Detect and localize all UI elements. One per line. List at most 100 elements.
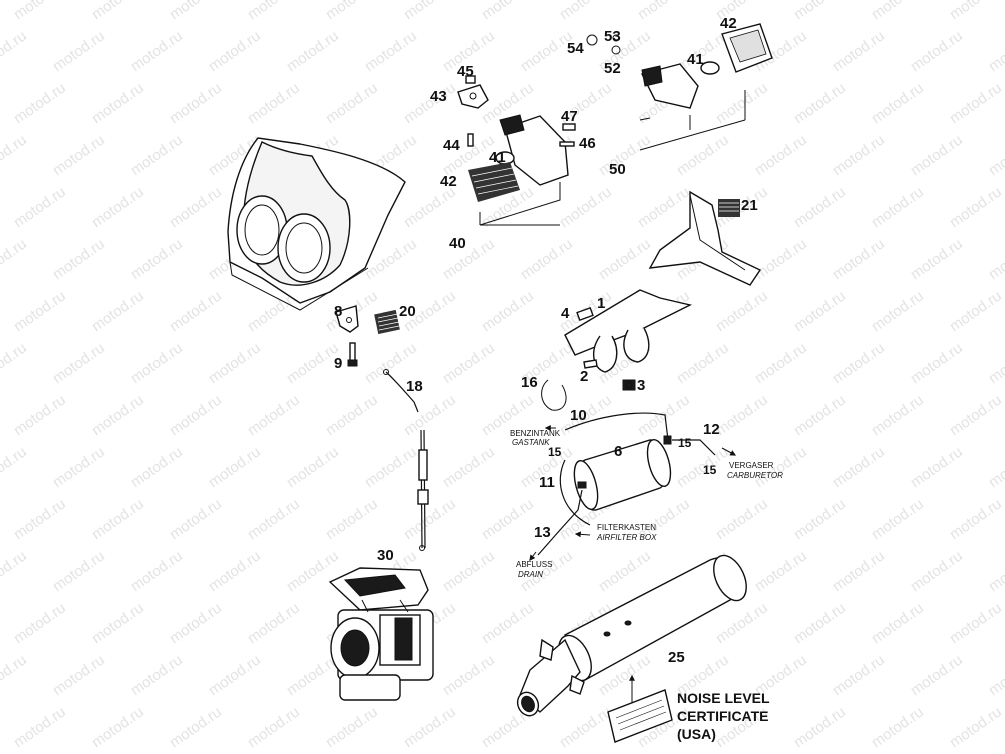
watermark-text: motod.ru: [479, 599, 537, 647]
watermark-text: motod.ru: [947, 183, 1005, 231]
watermark-text: motod.ru: [869, 287, 927, 335]
callout-46: 46: [579, 135, 596, 152]
watermark-text: motod.ru: [50, 339, 108, 387]
watermark-text: motod.ru: [986, 651, 1005, 699]
callout-21: 21: [741, 197, 758, 214]
watermark-text: motod.ru: [167, 0, 225, 23]
watermark-text: motod.ru: [557, 183, 615, 231]
watermark-text: motod.ru: [908, 131, 966, 179]
callout-12: 12: [703, 421, 720, 438]
certificate-line-3: (USA): [677, 726, 716, 742]
watermark-text: motod.ru: [128, 27, 186, 75]
watermark-text: motod.ru: [869, 391, 927, 439]
label-carb-de: VERGASER: [729, 461, 774, 470]
watermark-text: motod.ru: [869, 703, 927, 751]
watermark-text: motod.ru: [947, 79, 1005, 127]
label-carb-en: CARBURETOR: [727, 471, 783, 480]
watermark-text: motod.ru: [11, 599, 69, 647]
watermark-text: motod.ru: [791, 495, 849, 543]
watermark-text: motod.ru: [0, 235, 30, 283]
watermark-text: motod.ru: [167, 79, 225, 127]
watermark-text: motod.ru: [830, 339, 888, 387]
callout-47: 47: [561, 108, 578, 125]
watermark-text: motod.ru: [908, 235, 966, 283]
watermark-text: motod.ru: [89, 599, 147, 647]
watermark-text: motod.ru: [440, 339, 498, 387]
watermark-text: motod.ru: [11, 391, 69, 439]
watermark-text: motod.ru: [323, 703, 381, 751]
watermark-text: motod.ru: [167, 287, 225, 335]
watermark-text: motod.ru: [830, 27, 888, 75]
watermark-text: motod.ru: [986, 27, 1005, 75]
watermark-text: motod.ru: [830, 443, 888, 491]
watermark-text: motod.ru: [752, 339, 810, 387]
watermark-text: motod.ru: [557, 0, 615, 23]
watermark-text: motod.ru: [11, 703, 69, 751]
turn-signal-left: [457, 75, 576, 226]
watermark-text: motod.ru: [206, 443, 264, 491]
watermark-text: motod.ru: [11, 287, 69, 335]
watermark-text: motod.ru: [89, 79, 147, 127]
callout-53: 53: [604, 28, 621, 45]
watermark-text: motod.ru: [557, 703, 615, 751]
watermark-text: motod.ru: [947, 0, 1005, 23]
callout-25: 25: [668, 649, 685, 666]
watermark-text: motod.ru: [128, 547, 186, 595]
watermark-text: motod.ru: [167, 599, 225, 647]
callout-18: 18: [406, 378, 423, 395]
callout-8: 8: [334, 303, 342, 320]
watermark-text: motod.ru: [167, 391, 225, 439]
flow-labels: BENZINTANK GASTANK VERGASER CARBURETOR F…: [510, 429, 783, 579]
certificate-line-1: NOISE LEVEL: [677, 690, 770, 706]
watermark-text: motod.ru: [713, 495, 771, 543]
watermark-text: motod.ru: [518, 235, 576, 283]
callout-50: 50: [609, 161, 626, 178]
watermark-text: motod.ru: [791, 391, 849, 439]
watermark-text: motod.ru: [323, 495, 381, 543]
watermark-text: motod.ru: [791, 0, 849, 23]
watermark-text: motod.ru: [869, 495, 927, 543]
watermark-text: motod.ru: [50, 443, 108, 491]
watermark-text: motod.ru: [479, 287, 537, 335]
watermark-text: motod.ru: [206, 27, 264, 75]
watermark-text: motod.ru: [206, 651, 264, 699]
watermark-text: motod.ru: [245, 703, 303, 751]
watermark-text: motod.ru: [908, 27, 966, 75]
watermark-text: motod.ru: [791, 287, 849, 335]
watermark-text: motod.ru: [908, 443, 966, 491]
watermark-text: motod.ru: [830, 131, 888, 179]
callout-54: 54: [567, 40, 584, 57]
label-filter-en: AIRFILTER BOX: [596, 533, 657, 542]
callout-16: 16: [521, 374, 538, 391]
certificate-line-2: CERTIFICATE: [677, 708, 769, 724]
callout-45: 45: [457, 63, 474, 80]
watermark-text: motod.ru: [986, 443, 1005, 491]
watermark-text: motod.ru: [440, 651, 498, 699]
watermark-text: motod.ru: [986, 339, 1005, 387]
watermark-text: motod.ru: [908, 651, 966, 699]
watermark-text: motod.ru: [596, 547, 654, 595]
callout-43: 43: [430, 88, 447, 105]
watermark-text: motod.ru: [128, 339, 186, 387]
watermark-text: motod.ru: [89, 703, 147, 751]
watermark-text: motod.ru: [245, 79, 303, 127]
watermark-text: motod.ru: [401, 183, 459, 231]
watermark-text: motod.ru: [0, 651, 30, 699]
callout-9: 9: [334, 355, 342, 372]
throttle-cable: [383, 369, 429, 551]
callout-1: 1: [597, 295, 605, 312]
callout-11: 11: [539, 474, 555, 491]
watermark-text: motod.ru: [713, 391, 771, 439]
watermark-text: motod.ru: [206, 339, 264, 387]
watermark-text: motod.ru: [323, 391, 381, 439]
callout-40: 40: [449, 235, 466, 252]
watermark-text: motod.ru: [245, 599, 303, 647]
watermark-text: motod.ru: [245, 391, 303, 439]
turn-signal-right: [586, 23, 773, 151]
callout-42a: 42: [440, 173, 457, 190]
watermark-text: motod.ru: [11, 0, 69, 23]
watermark-text: motod.ru: [830, 235, 888, 283]
callout-20: 20: [399, 303, 416, 320]
